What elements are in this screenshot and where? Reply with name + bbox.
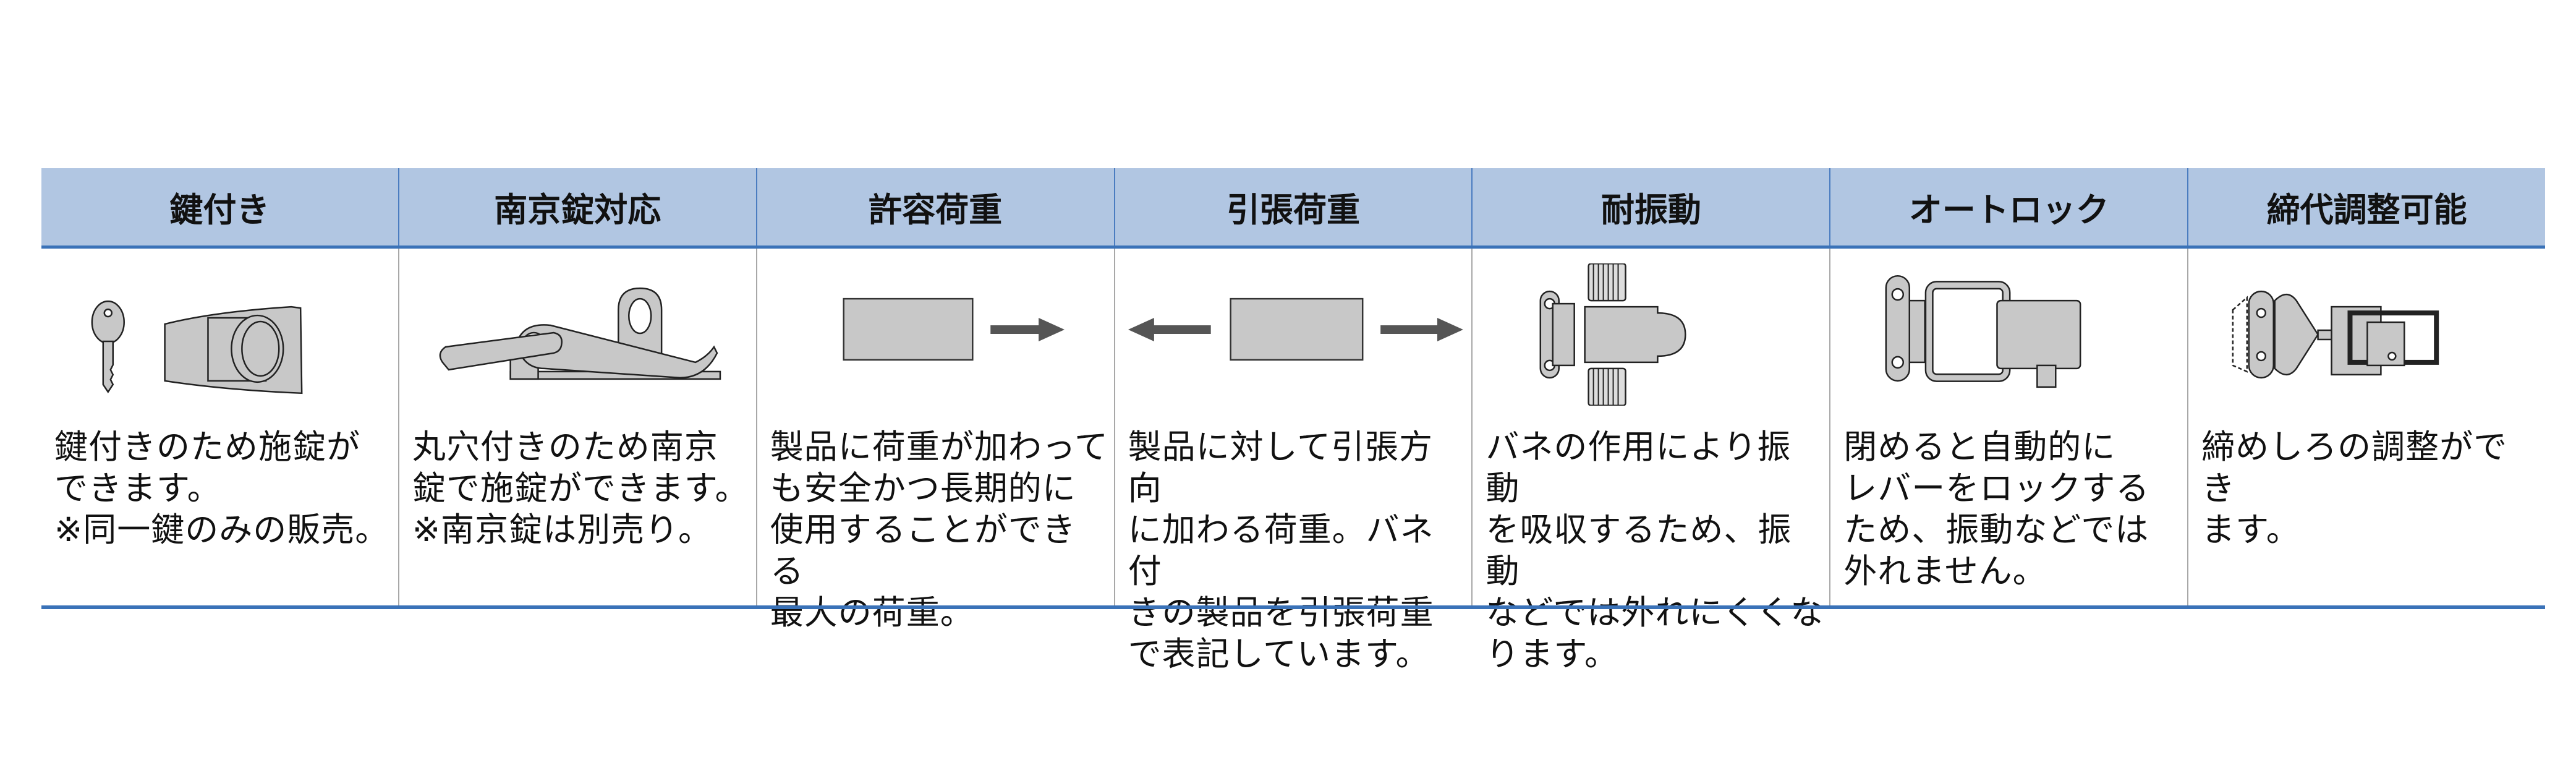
right-arrow-icon <box>990 318 1065 341</box>
description-vibration: バネの作用により振動 を吸収するため、振動 などでは外れにくくな ります。 <box>1486 427 1825 673</box>
adjustable-latch-icon <box>2232 290 2439 379</box>
cell-tensile-load: 製品に対して引張方向 に加わる荷重。バネ付 きの製品を引張荷重 で表記しています… <box>1113 249 1472 673</box>
feature-table: 鍵付き 南京錠対応 許容荷重 引張荷重 耐振動 オートロック 締代調整可能 鍵付… <box>41 168 2545 673</box>
allowable-load-icon <box>843 297 1065 361</box>
header-adjustable: 締代調整可能 <box>2187 168 2545 246</box>
cell-auto-lock: 閉めると自動的に レバーをロックする ため、振動などでは 外れません。 <box>1829 249 2187 605</box>
cell-adjustable: 締めしろの調整ができ ます。 <box>2187 249 2545 605</box>
tensile-load-icon <box>1128 297 1463 361</box>
header-auto-lock: オートロック <box>1829 168 2187 246</box>
description-tensile-load: 製品に対して引張方向 に加わる荷重。バネ付 きの製品を引張荷重 で表記しています… <box>1128 427 1434 673</box>
description-adjustable: 締めしろの調整ができ ます。 <box>2201 427 2508 549</box>
spring-latch-icon <box>1539 263 1687 406</box>
cell-padlock: 丸穴付きのため南京 錠で施錠ができます。 ※南京錠は別売り。 <box>397 249 756 605</box>
cell-allowable-load: 製品に荷重が加わって も安全かつ長期的に 使用することができる 最大の荷重。 <box>755 249 1114 632</box>
left-arrow-icon <box>1128 318 1211 341</box>
padlock-eye-latch-icon <box>439 287 721 380</box>
header-vibration: 耐振動 <box>1471 168 1829 246</box>
header-keyed: 鍵付き <box>169 190 270 229</box>
description-allowable-load: 製品に荷重が加わって も安全かつ長期的に 使用することができる 最大の荷重。 <box>770 427 1109 632</box>
header-tensile-load: 引張荷重 <box>1113 168 1472 246</box>
table-bottom-border <box>41 605 2545 609</box>
auto-lock-latch-icon <box>1885 275 2081 388</box>
cell-vibration: バネの作用により振動 を吸収するため、振動 などでは外れにくくな ります。 <box>1471 249 1829 673</box>
table-header: 鍵付き 南京錠対応 許容荷重 引張荷重 耐振動 オートロック 締代調整可能 <box>41 168 2545 249</box>
cell-keyed: 鍵付きのため施錠が できます。 ※同一鍵のみの販売。 <box>41 249 398 605</box>
keyed-latch-icon <box>91 300 303 395</box>
right-arrow-icon <box>1380 318 1463 341</box>
description-auto-lock: 閉めると自動的に レバーをロックする ため、振動などでは 外れません。 <box>1843 427 2150 591</box>
description-keyed: 鍵付きのため施錠が できます。 ※同一鍵のみの販売。 <box>54 427 389 549</box>
table-body: 鍵付きのため施錠が できます。 ※同一鍵のみの販売。 丸穴付きのため南京 錠で施… <box>41 249 2545 673</box>
header-padlock: 南京錠対応 <box>397 168 756 246</box>
header-allowable-load: 許容荷重 <box>755 168 1114 246</box>
description-padlock: 丸穴付きのため南京 錠で施錠ができます。 ※南京錠は別売り。 <box>412 427 749 549</box>
